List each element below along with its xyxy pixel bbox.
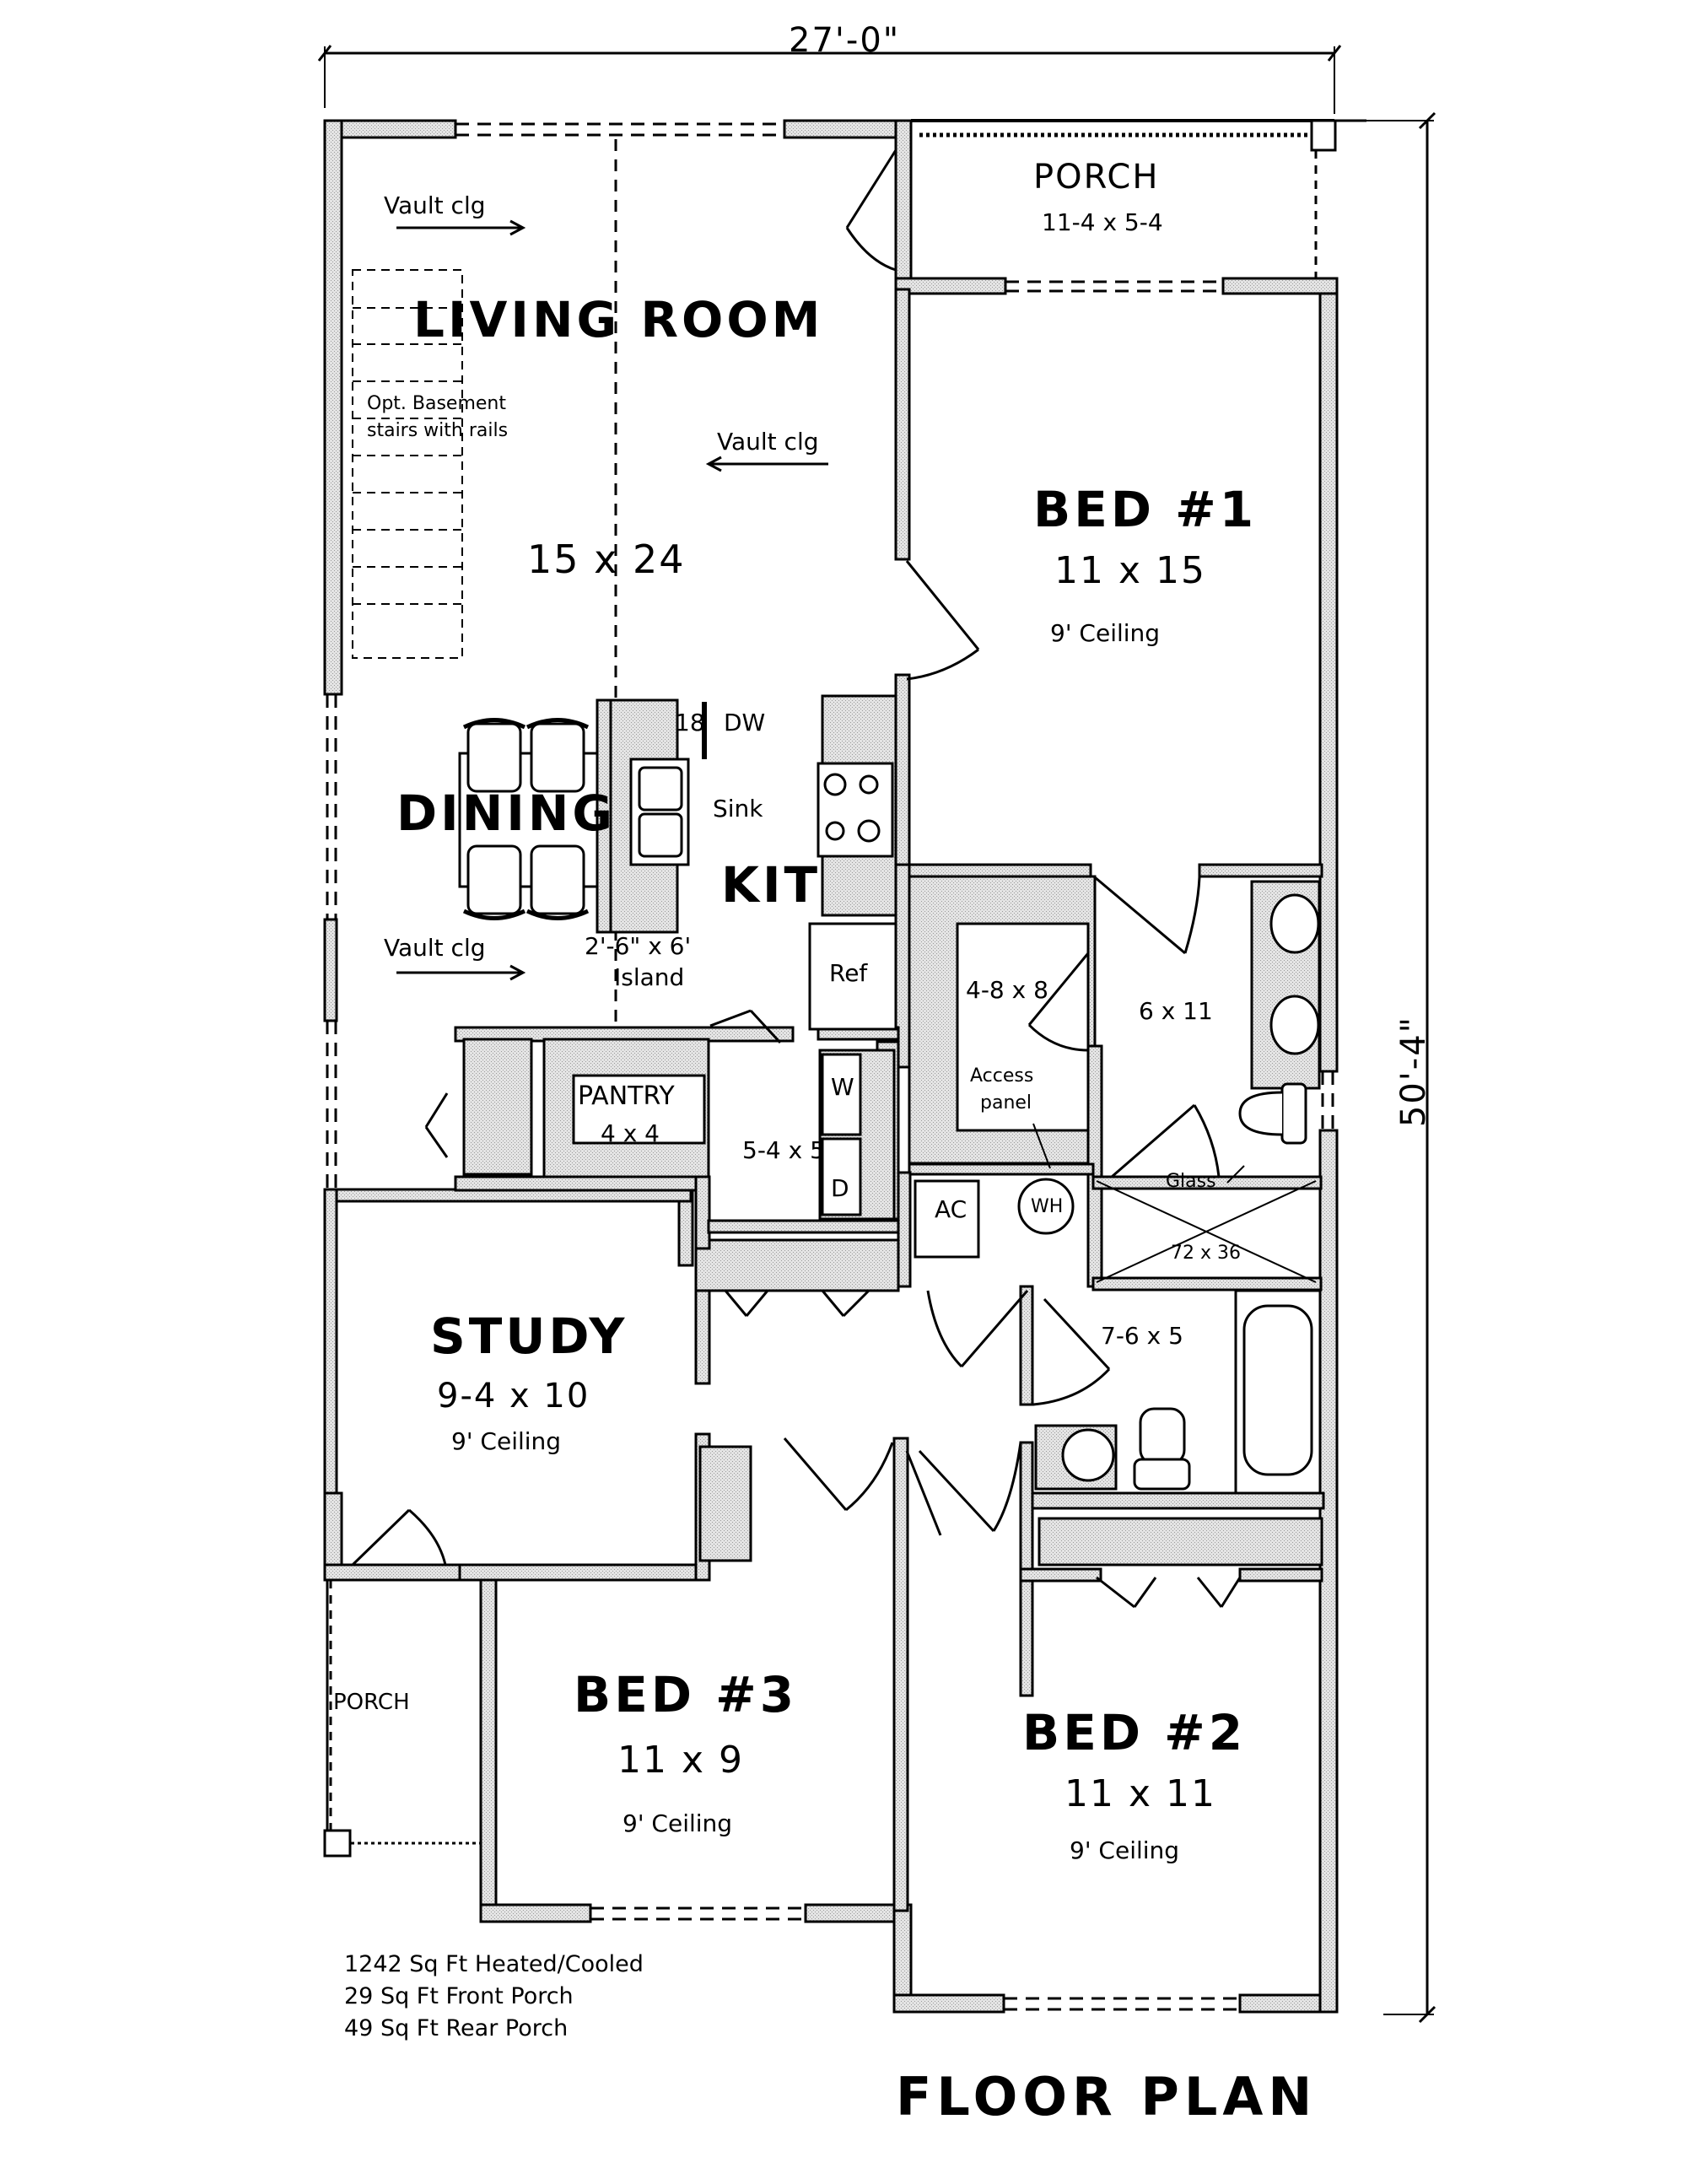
pantry-label: PANTRY (578, 1081, 675, 1111)
washer-label: W (831, 1073, 854, 1101)
top-porch (911, 119, 1366, 278)
bed2-label: BED #2 (1022, 1704, 1247, 1761)
vault-ceiling-note: Vault clg (384, 934, 486, 962)
living-room-label: LIVING ROOM (413, 291, 824, 348)
water-heater-label: WH (1031, 1196, 1064, 1217)
island-label: Island (614, 963, 685, 991)
area-note-rear-porch: 49 Sq Ft Rear Porch (344, 2015, 569, 2041)
overall-width-dimension: 27'-0" (789, 21, 901, 60)
bed3-ceiling: 9' Ceiling (623, 1809, 733, 1837)
hall-bath-fixtures (1034, 1289, 1322, 1495)
side-porch-label: PORCH (333, 1690, 410, 1715)
master-bath-fixtures (1096, 880, 1321, 1283)
doors (351, 149, 1242, 1609)
optional-stairs (352, 269, 463, 659)
access-panel-note: panel (980, 1092, 1032, 1114)
stairs-note: stairs with rails (367, 420, 509, 441)
access-panel-note: Access (970, 1065, 1034, 1087)
bed2-ceiling: 9' Ceiling (1070, 1836, 1180, 1864)
mechanical (914, 1123, 1075, 1259)
bed1-ceiling: 9' Ceiling (1050, 619, 1161, 647)
porch-size: 11-4 x 5-4 (1042, 208, 1163, 236)
area-note-heated: 1242 Sq Ft Heated/Cooled (344, 1951, 644, 1977)
porch-label: PORCH (1033, 158, 1160, 197)
dishwasher-width: 18 (675, 709, 705, 736)
dimension-width (317, 45, 1342, 114)
study-size: 9-4 x 10 (437, 1377, 590, 1416)
overall-depth-dimension: 50'-4" (1394, 1015, 1434, 1128)
study-ceiling: 9' Ceiling (451, 1427, 562, 1455)
vault-ceiling-note: Vault clg (717, 428, 819, 456)
dining-table (458, 718, 599, 920)
ac-label: AC (935, 1195, 967, 1223)
shower-glass-note: Glass (1166, 1171, 1216, 1192)
bed2-size: 11 x 11 (1064, 1772, 1216, 1815)
laundry-size: 5-4 x 5 (742, 1136, 825, 1164)
bed3-size: 11 x 9 (617, 1739, 744, 1782)
drawing-title: FLOOR PLAN (896, 2066, 1318, 2127)
master-bath-size: 6 x 11 (1139, 997, 1213, 1025)
windows (326, 122, 1334, 2011)
stairs-note: Opt. Basement (367, 393, 506, 414)
island-size: 2'-6" x 6' (585, 932, 692, 960)
living-room-size: 15 x 24 (527, 537, 686, 582)
dining-label: DINING (396, 785, 616, 842)
laundry-appliances (818, 1049, 896, 1221)
hall-bath-size: 7-6 x 5 (1101, 1322, 1183, 1350)
kitchen-label: KIT (721, 856, 822, 914)
shower-size: 72 x 36 (1171, 1243, 1241, 1264)
bed1-size: 11 x 15 (1054, 549, 1206, 592)
side-porch (323, 1580, 481, 1858)
pantry-size: 4 x 4 (601, 1119, 660, 1147)
area-note-front-porch: 29 Sq Ft Front Porch (344, 1983, 574, 2009)
bed3-label: BED #3 (574, 1666, 798, 1723)
vault-arrows (396, 219, 828, 981)
closet-size: 4-8 x 8 (966, 976, 1048, 1004)
kitchen-island (596, 698, 707, 934)
vault-ceiling-note: Vault clg (384, 191, 486, 219)
dryer-label: D (831, 1174, 849, 1202)
refrigerator-label: Ref (829, 959, 868, 987)
kitchen-counters (808, 694, 897, 1031)
study-label: STUDY (430, 1308, 628, 1365)
sink-label: Sink (713, 795, 763, 822)
dishwasher-label: DW (724, 709, 766, 736)
bed1-label: BED #1 (1033, 481, 1258, 538)
exterior-walls (323, 119, 1339, 2014)
